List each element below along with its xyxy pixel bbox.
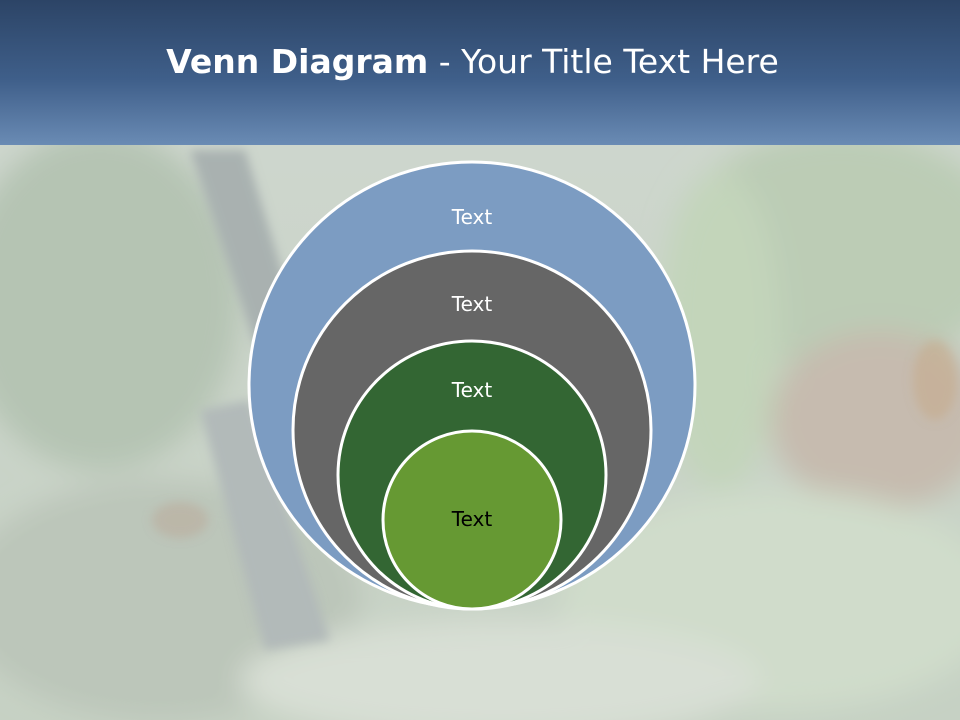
venn-label-third: Text xyxy=(451,378,493,402)
title-bold-part: Venn Diagram xyxy=(166,42,429,81)
venn-label-outer: Text xyxy=(451,205,493,229)
venn-label-second: Text xyxy=(451,292,493,316)
venn-circle-inner xyxy=(381,429,563,611)
venn-label-inner: Text xyxy=(451,507,493,531)
page-title: Venn Diagram - Your Title Text Here xyxy=(0,40,945,84)
header-band xyxy=(0,0,960,145)
title-rest-part: - Your Title Text Here xyxy=(428,42,779,81)
